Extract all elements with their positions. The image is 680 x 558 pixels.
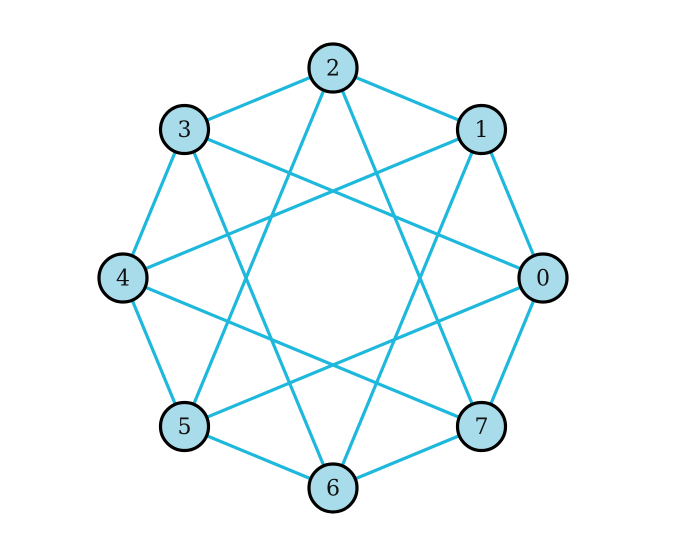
- edge-6-7: [331, 424, 484, 490]
- edge-4-7: [121, 276, 484, 429]
- node-4: 4: [97, 252, 149, 304]
- node-label-4: 4: [116, 267, 130, 292]
- node-circle-0: [517, 252, 569, 304]
- node-circle-5: [158, 400, 211, 453]
- edge-0-1: [479, 127, 545, 280]
- node-3: 3: [158, 103, 211, 156]
- graph-nodes: 0 1 2 3 4 5 6 7: [97, 42, 569, 514]
- graph-edges: [121, 66, 545, 490]
- node-circle-7: [455, 400, 508, 453]
- node-label-1: 1: [475, 118, 489, 143]
- edge-1-6: [331, 127, 484, 490]
- node-label-6: 6: [326, 477, 340, 502]
- node-6: 6: [307, 462, 359, 514]
- edge-2-5: [182, 66, 335, 429]
- node-circle-4: [97, 252, 149, 304]
- node-circle-2: [307, 42, 359, 94]
- edge-1-2: [331, 66, 484, 132]
- node-0: 0: [517, 252, 569, 304]
- node-circle-3: [158, 103, 211, 156]
- edge-2-3: [182, 66, 335, 132]
- edge-0-5: [182, 276, 545, 429]
- edge-1-4: [121, 127, 484, 280]
- node-7: 7: [455, 400, 508, 453]
- node-circle-6: [307, 462, 359, 514]
- node-label-3: 3: [178, 118, 192, 143]
- node-2: 2: [307, 42, 359, 94]
- edge-0-7: [479, 276, 545, 429]
- edge-2-7: [331, 66, 484, 429]
- node-label-0: 0: [536, 267, 550, 292]
- node-label-2: 2: [326, 57, 340, 82]
- node-label-5: 5: [178, 415, 192, 440]
- node-circle-1: [455, 103, 508, 156]
- edge-3-6: [182, 127, 335, 490]
- edge-4-5: [121, 276, 187, 429]
- edge-3-4: [121, 127, 187, 280]
- edge-5-6: [182, 424, 335, 490]
- node-5: 5: [158, 400, 211, 453]
- node-1: 1: [455, 103, 508, 156]
- node-label-7: 7: [475, 415, 489, 440]
- edge-0-3: [182, 127, 545, 280]
